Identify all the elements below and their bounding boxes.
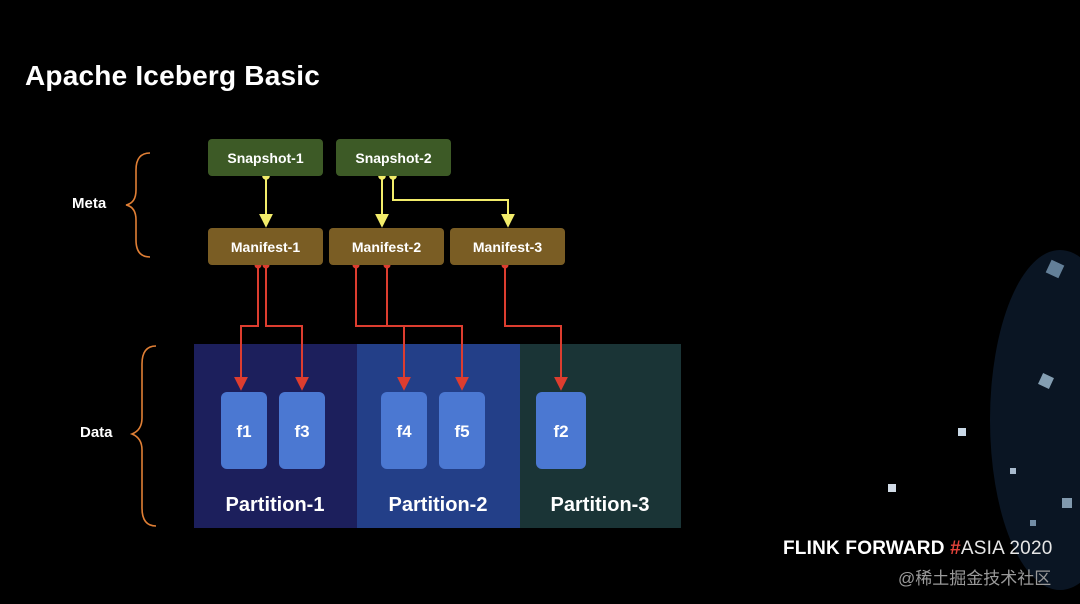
footer-brand-main: FLINK FORWARD (783, 538, 945, 559)
link-manifest-2-f5 (386, 265, 469, 391)
link-manifest-2-f4 (355, 265, 411, 391)
manifest-3-box (450, 228, 565, 265)
meta-brace (125, 152, 151, 258)
slide-title: Apache Iceberg Basic (25, 60, 321, 91)
footer-watermark: @稀土掘金技术社区 (898, 569, 1052, 588)
decorative-glow (888, 250, 1080, 590)
file-f2-label: f2 (553, 422, 568, 441)
manifest-file-links (234, 265, 568, 391)
footer-brand: FLINK FORWARD #ASIA 2020 (783, 538, 1053, 560)
file-f5-box (439, 392, 485, 469)
link-manifest-1-f1 (234, 265, 259, 391)
meta-label: Meta (72, 195, 107, 212)
file-f2-box (536, 392, 586, 469)
manifest-3-label: Manifest-3 (473, 239, 542, 255)
manifest-2-label: Manifest-2 (352, 239, 421, 255)
snapshot-manifest-links (259, 176, 515, 228)
file-f4-label: f4 (396, 422, 412, 441)
partition-2-label: Partition-2 (389, 494, 488, 516)
partition-3-label: Partition-3 (551, 494, 650, 516)
manifest-2-box (329, 228, 444, 265)
footer-brand-event: ASIA 2020 (960, 538, 1053, 559)
manifest-1-label: Manifest-1 (231, 239, 300, 255)
file-f5-label: f5 (454, 422, 469, 441)
data-brace (129, 345, 157, 527)
link-manifest-3-f2 (504, 265, 568, 391)
file-f1-label: f1 (236, 422, 251, 441)
file-f3-box (279, 392, 325, 469)
link-manifest-1-f3 (265, 265, 309, 391)
footer-brand-hash: # (950, 538, 961, 559)
file-f3-label: f3 (294, 422, 309, 441)
snapshot-2-label: Snapshot-2 (355, 150, 431, 166)
snapshot-2-box (336, 139, 451, 176)
file-f4-box (381, 392, 427, 469)
partition-1-label: Partition-1 (226, 494, 325, 516)
snapshot-1-label: Snapshot-1 (227, 150, 303, 166)
manifest-1-box (208, 228, 323, 265)
link-snapshot-2-manifest-3 (392, 176, 515, 228)
file-f1-box (221, 392, 267, 469)
data-label: Data (80, 424, 113, 441)
snapshot-1-box (208, 139, 323, 176)
